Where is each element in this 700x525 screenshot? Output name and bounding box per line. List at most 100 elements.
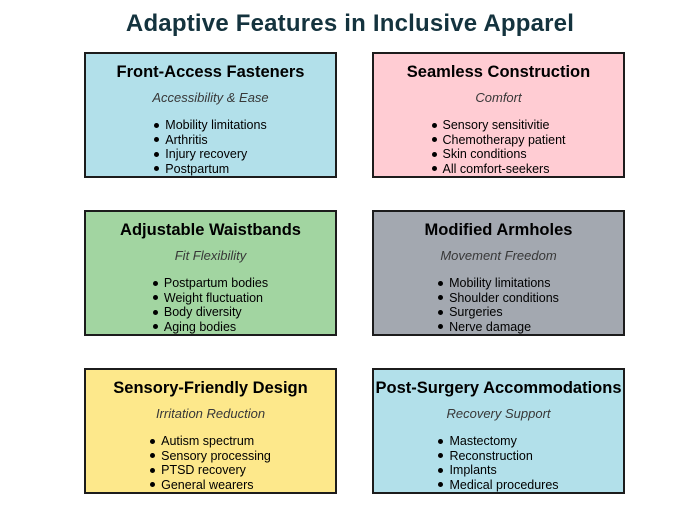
list-item: Arthritis — [154, 133, 266, 148]
list-item: Mobility limitations — [154, 118, 267, 133]
list-item: Weight fluctuation — [152, 290, 268, 306]
list-item: Chemotherapy patient — [431, 132, 566, 148]
card-subtitle: Recovery Support — [446, 406, 551, 422]
bullet-icon — [150, 453, 156, 459]
list-item-text: Nerve damage — [449, 319, 532, 334]
list-item: Implants — [438, 463, 558, 478]
feature-card-1: Front-Access Fasteners Accessibility & E… — [84, 52, 337, 178]
card-subtitle: Movement Freedom — [440, 248, 557, 264]
list-item: Body diversity — [152, 305, 268, 320]
list-item-text: Skin conditions — [442, 147, 527, 162]
bullet-icon — [154, 137, 160, 143]
list-item-text: Sensory processing — [161, 448, 271, 463]
bullet-icon — [431, 122, 437, 128]
feature-card-6: Post-Surgery Accommodations Recovery Sup… — [372, 368, 625, 494]
bullet-icon — [438, 453, 444, 459]
list-item: All comfort-seekers — [431, 161, 566, 176]
list-item-text: Shoulder conditions — [449, 290, 559, 305]
list-item: Sensory processing — [150, 449, 271, 464]
bullet-icon — [154, 122, 160, 128]
bullet-icon — [150, 482, 156, 488]
bullet-icon — [438, 309, 444, 315]
bullet-icon — [152, 295, 158, 301]
list-item: Sensory sensitivitie — [431, 118, 566, 133]
card-title: Post-Surgery Accommodations — [375, 379, 622, 397]
card-subtitle: Comfort — [475, 90, 522, 106]
list-item: Shoulder conditions — [438, 291, 559, 306]
list-item: Reconstruction — [438, 449, 558, 464]
card-title: Sensory-Friendly Design — [113, 379, 308, 397]
page-title: Adaptive Features in Inclusive Apparel — [125, 10, 575, 37]
list-item-text: Chemotherapy patient — [442, 132, 566, 147]
card-subtitle: Accessibility & Ease — [152, 90, 269, 106]
card-subtitle: Irritation Reduction — [155, 406, 266, 422]
list-item: Postpartum bodies — [152, 276, 269, 291]
bullet-icon — [154, 151, 160, 157]
list-item-text: All comfort-seekers — [442, 161, 550, 176]
bullet-icon — [431, 166, 437, 172]
feature-card-2: Seamless Construction Comfort Sensory se… — [372, 52, 625, 178]
bullet-icon — [438, 482, 444, 488]
list-item-text: Medical procedures — [449, 477, 559, 492]
list-item-text: PTSD recovery — [161, 463, 246, 478]
bullet-icon — [438, 324, 444, 330]
list-item: Surgeries — [438, 305, 559, 320]
bullet-icon — [154, 166, 160, 172]
bullet-icon — [431, 137, 437, 143]
list-item-text: Reconstruction — [449, 448, 533, 463]
list-item: General wearers — [150, 477, 271, 492]
bullet-icon — [438, 438, 444, 444]
bullet-icon — [438, 280, 444, 286]
list-item-text: Mastectomy — [449, 434, 517, 449]
list-item-text: Injury recovery — [165, 147, 248, 162]
list-item: Injury recovery — [154, 147, 266, 162]
bullet-icon — [152, 324, 158, 330]
list-item-text: Aging bodies — [163, 319, 237, 334]
list-item: Medical procedures — [438, 477, 559, 492]
card-title: Front-Access Fasteners — [116, 63, 305, 81]
list-item-text: Postpartum — [165, 161, 230, 176]
list-item-text: General wearers — [161, 477, 254, 492]
list-item: Nerve damage — [438, 319, 559, 334]
list-item: Mobility limitations — [438, 276, 559, 291]
list-item-text: Weight fluctuation — [163, 290, 264, 305]
list-item-text: Mobility limitations — [449, 276, 551, 291]
list-item: Aging bodies — [152, 319, 268, 334]
list-item: PTSD recovery — [150, 463, 271, 478]
bullet-icon — [150, 438, 156, 444]
card-title: Seamless Construction — [406, 63, 591, 81]
list-item: Autism spectrum — [150, 434, 271, 449]
list-item: Skin conditions — [431, 147, 566, 162]
feature-card-5: Sensory-Friendly Design Irritation Reduc… — [84, 368, 337, 494]
card-title: Adjustable Waistbands — [120, 221, 301, 239]
feature-card-3: Adjustable Waistbands Fit Flexibility Po… — [84, 210, 337, 336]
bullet-icon — [438, 467, 444, 473]
cards-grid: Front-Access Fasteners Accessibility & E… — [84, 52, 625, 494]
list-item-text: Postpartum bodies — [163, 276, 269, 291]
list-item-text: Implants — [449, 463, 497, 478]
bullet-icon — [438, 295, 444, 301]
list-item-text: Sensory sensitivitie — [442, 118, 550, 133]
card-subtitle: Fit Flexibility — [174, 248, 247, 264]
list-item: Postpartum — [154, 161, 266, 176]
list-item: Mastectomy — [438, 434, 558, 449]
list-item-text: Autism spectrum — [161, 434, 255, 449]
bullet-icon — [152, 309, 158, 315]
list-item-text: Arthritis — [165, 132, 208, 147]
card-title: Modified Armholes — [424, 221, 573, 239]
list-item-text: Surgeries — [449, 305, 503, 320]
bullet-icon — [152, 280, 158, 286]
feature-card-4: Modified Armholes Movement Freedom Mobil… — [372, 210, 625, 336]
list-item-text: Mobility limitations — [165, 118, 267, 133]
